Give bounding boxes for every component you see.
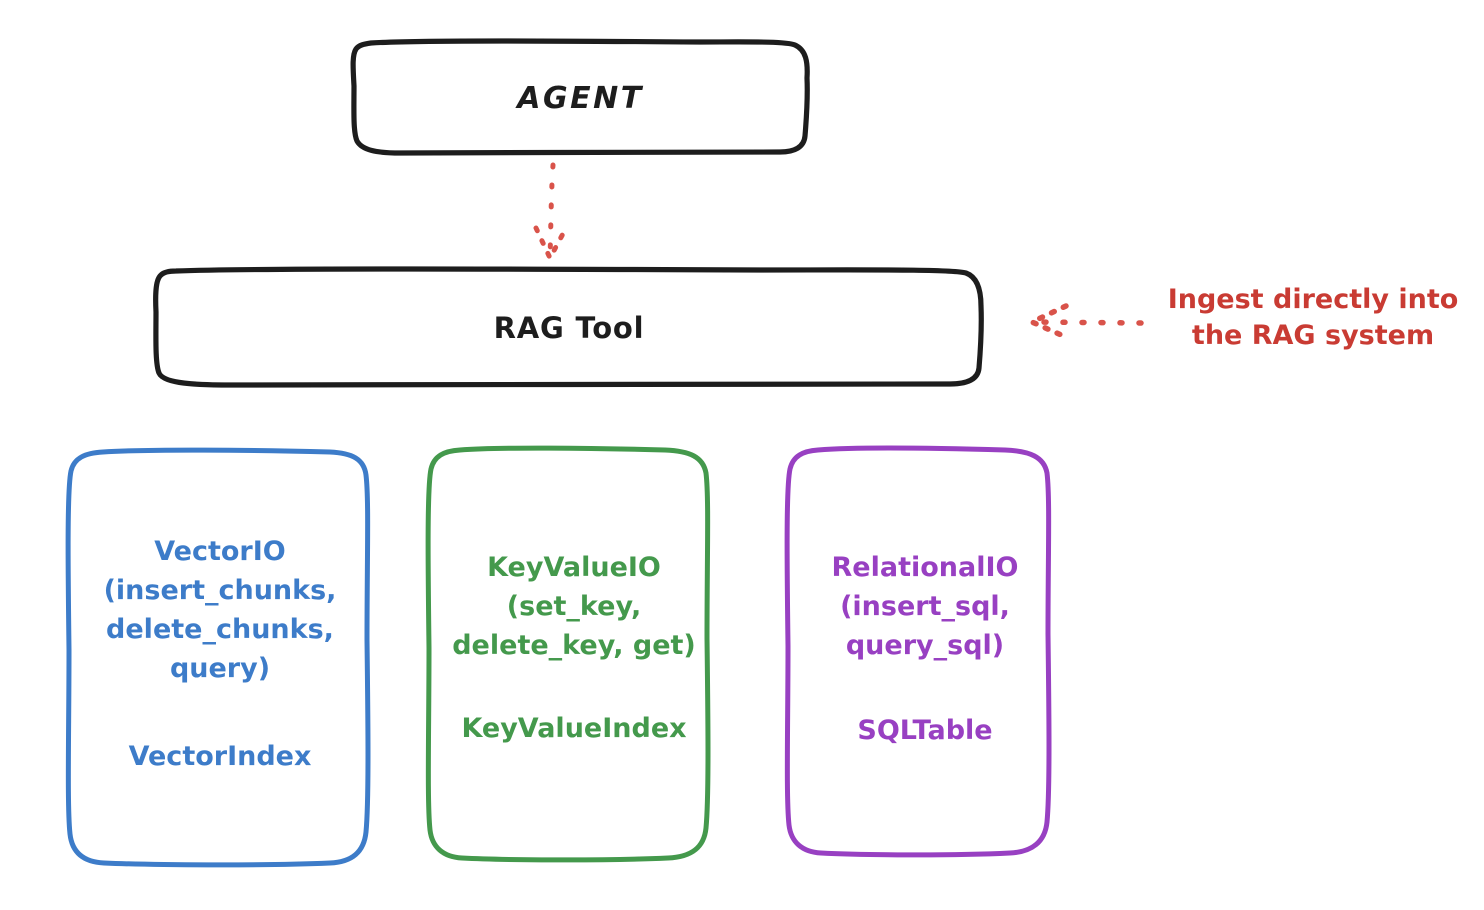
relational-node[interactable] [784,445,1052,858]
ingest-annotation-text: Ingest directly into the RAG system [1167,284,1459,352]
vector-node[interactable] [65,447,371,868]
relational-box-outline [784,445,1052,858]
keyvalue-node[interactable] [425,445,711,863]
agent-to-ragtool-arrow [533,162,569,261]
agent-to-ragtool-arrowhead [533,225,569,261]
agent-to-ragtool-line [547,162,556,261]
ingest-arrowhead [1029,303,1071,341]
agent-box-outline [350,38,810,156]
ragtool-node[interactable] [153,266,984,388]
ingest-arrow [1029,303,1144,341]
vector-box-outline [65,447,371,868]
agent-node[interactable] [350,38,810,156]
keyvalue-box-outline [425,445,711,863]
ingest-arrow-line [1032,319,1144,326]
ragtool-box-outline [153,266,984,388]
